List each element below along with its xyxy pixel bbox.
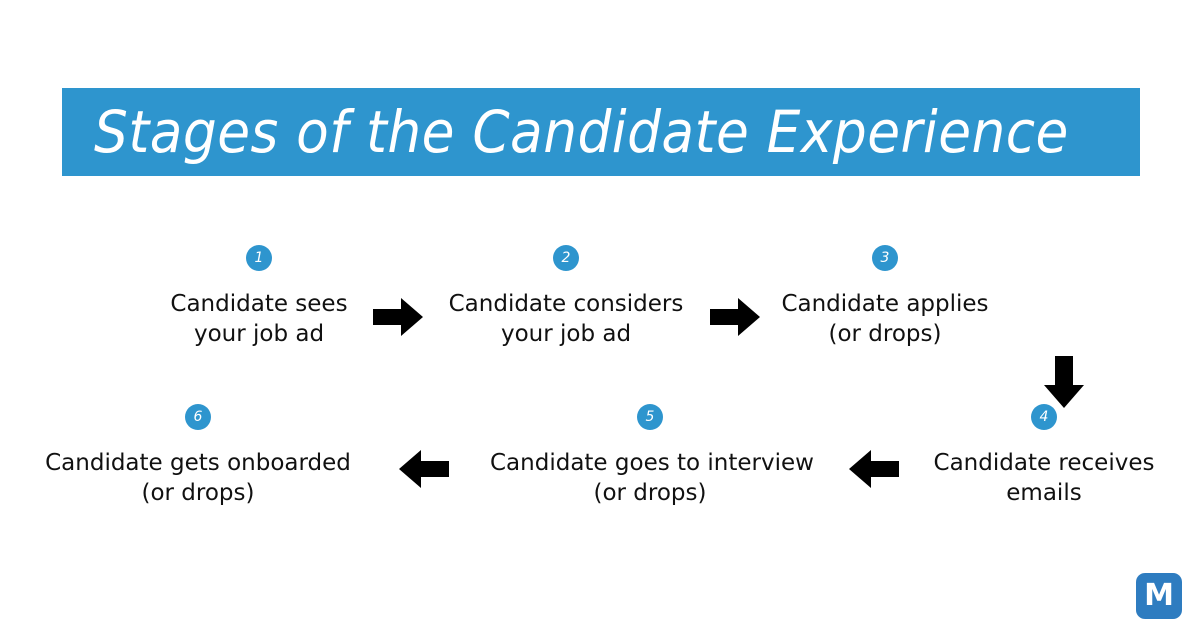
logo-letter: M — [1144, 578, 1174, 613]
brand-logo-icon: M — [1136, 573, 1182, 619]
step-3-label-line1: Candidate applies — [781, 291, 989, 317]
step-4-label-line2: emails — [1006, 480, 1082, 507]
step-2-label-line2: your job ad — [500, 321, 632, 348]
step-3-label-line2: (or drops) — [828, 321, 942, 348]
step-6-label-line2: (or drops) — [141, 480, 255, 507]
step-2: 2 Candidate considers your job ad — [437, 245, 695, 350]
arrow-right-1to2 — [373, 298, 423, 336]
arrow-left-5to6 — [399, 450, 449, 488]
step-5-badge: 5 — [637, 404, 663, 430]
step-3-badge: 3 — [872, 245, 898, 271]
step-5-label-line2: (or drops) — [593, 480, 707, 507]
arrow-right-2to3 — [710, 298, 760, 336]
step-6-badge: 6 — [185, 404, 211, 430]
step-6: 6 Candidate gets onboarded (or drops) — [38, 404, 358, 509]
step-1-badge: 1 — [246, 245, 272, 271]
step-4-label-line1: Candidate receives — [933, 450, 1155, 476]
step-1-label-line1: Candidate sees — [170, 291, 348, 317]
step-2-badge: 2 — [553, 245, 579, 271]
step-5: 5 Candidate goes to interview (or drops) — [490, 404, 814, 509]
step-4-badge: 4 — [1031, 404, 1057, 430]
step-1-label-line2: your job ad — [193, 321, 325, 348]
page-title: Stages of the Candidate Experience — [94, 98, 1069, 166]
arrow-left-4to5 — [849, 450, 899, 488]
step-5-label-line1: Candidate goes to interview — [490, 450, 814, 476]
arrow-down-3to4 — [1044, 356, 1084, 408]
step-2-label-line1: Candidate considers — [448, 291, 684, 317]
step-4: 4 Candidate receives emails — [915, 404, 1173, 509]
step-6-label-line1: Candidate gets onboarded — [45, 450, 351, 476]
title-banner: Stages of the Candidate Experience — [62, 88, 1140, 176]
step-1: 1 Candidate sees your job ad — [130, 245, 388, 350]
step-3: 3 Candidate applies (or drops) — [756, 245, 1014, 350]
